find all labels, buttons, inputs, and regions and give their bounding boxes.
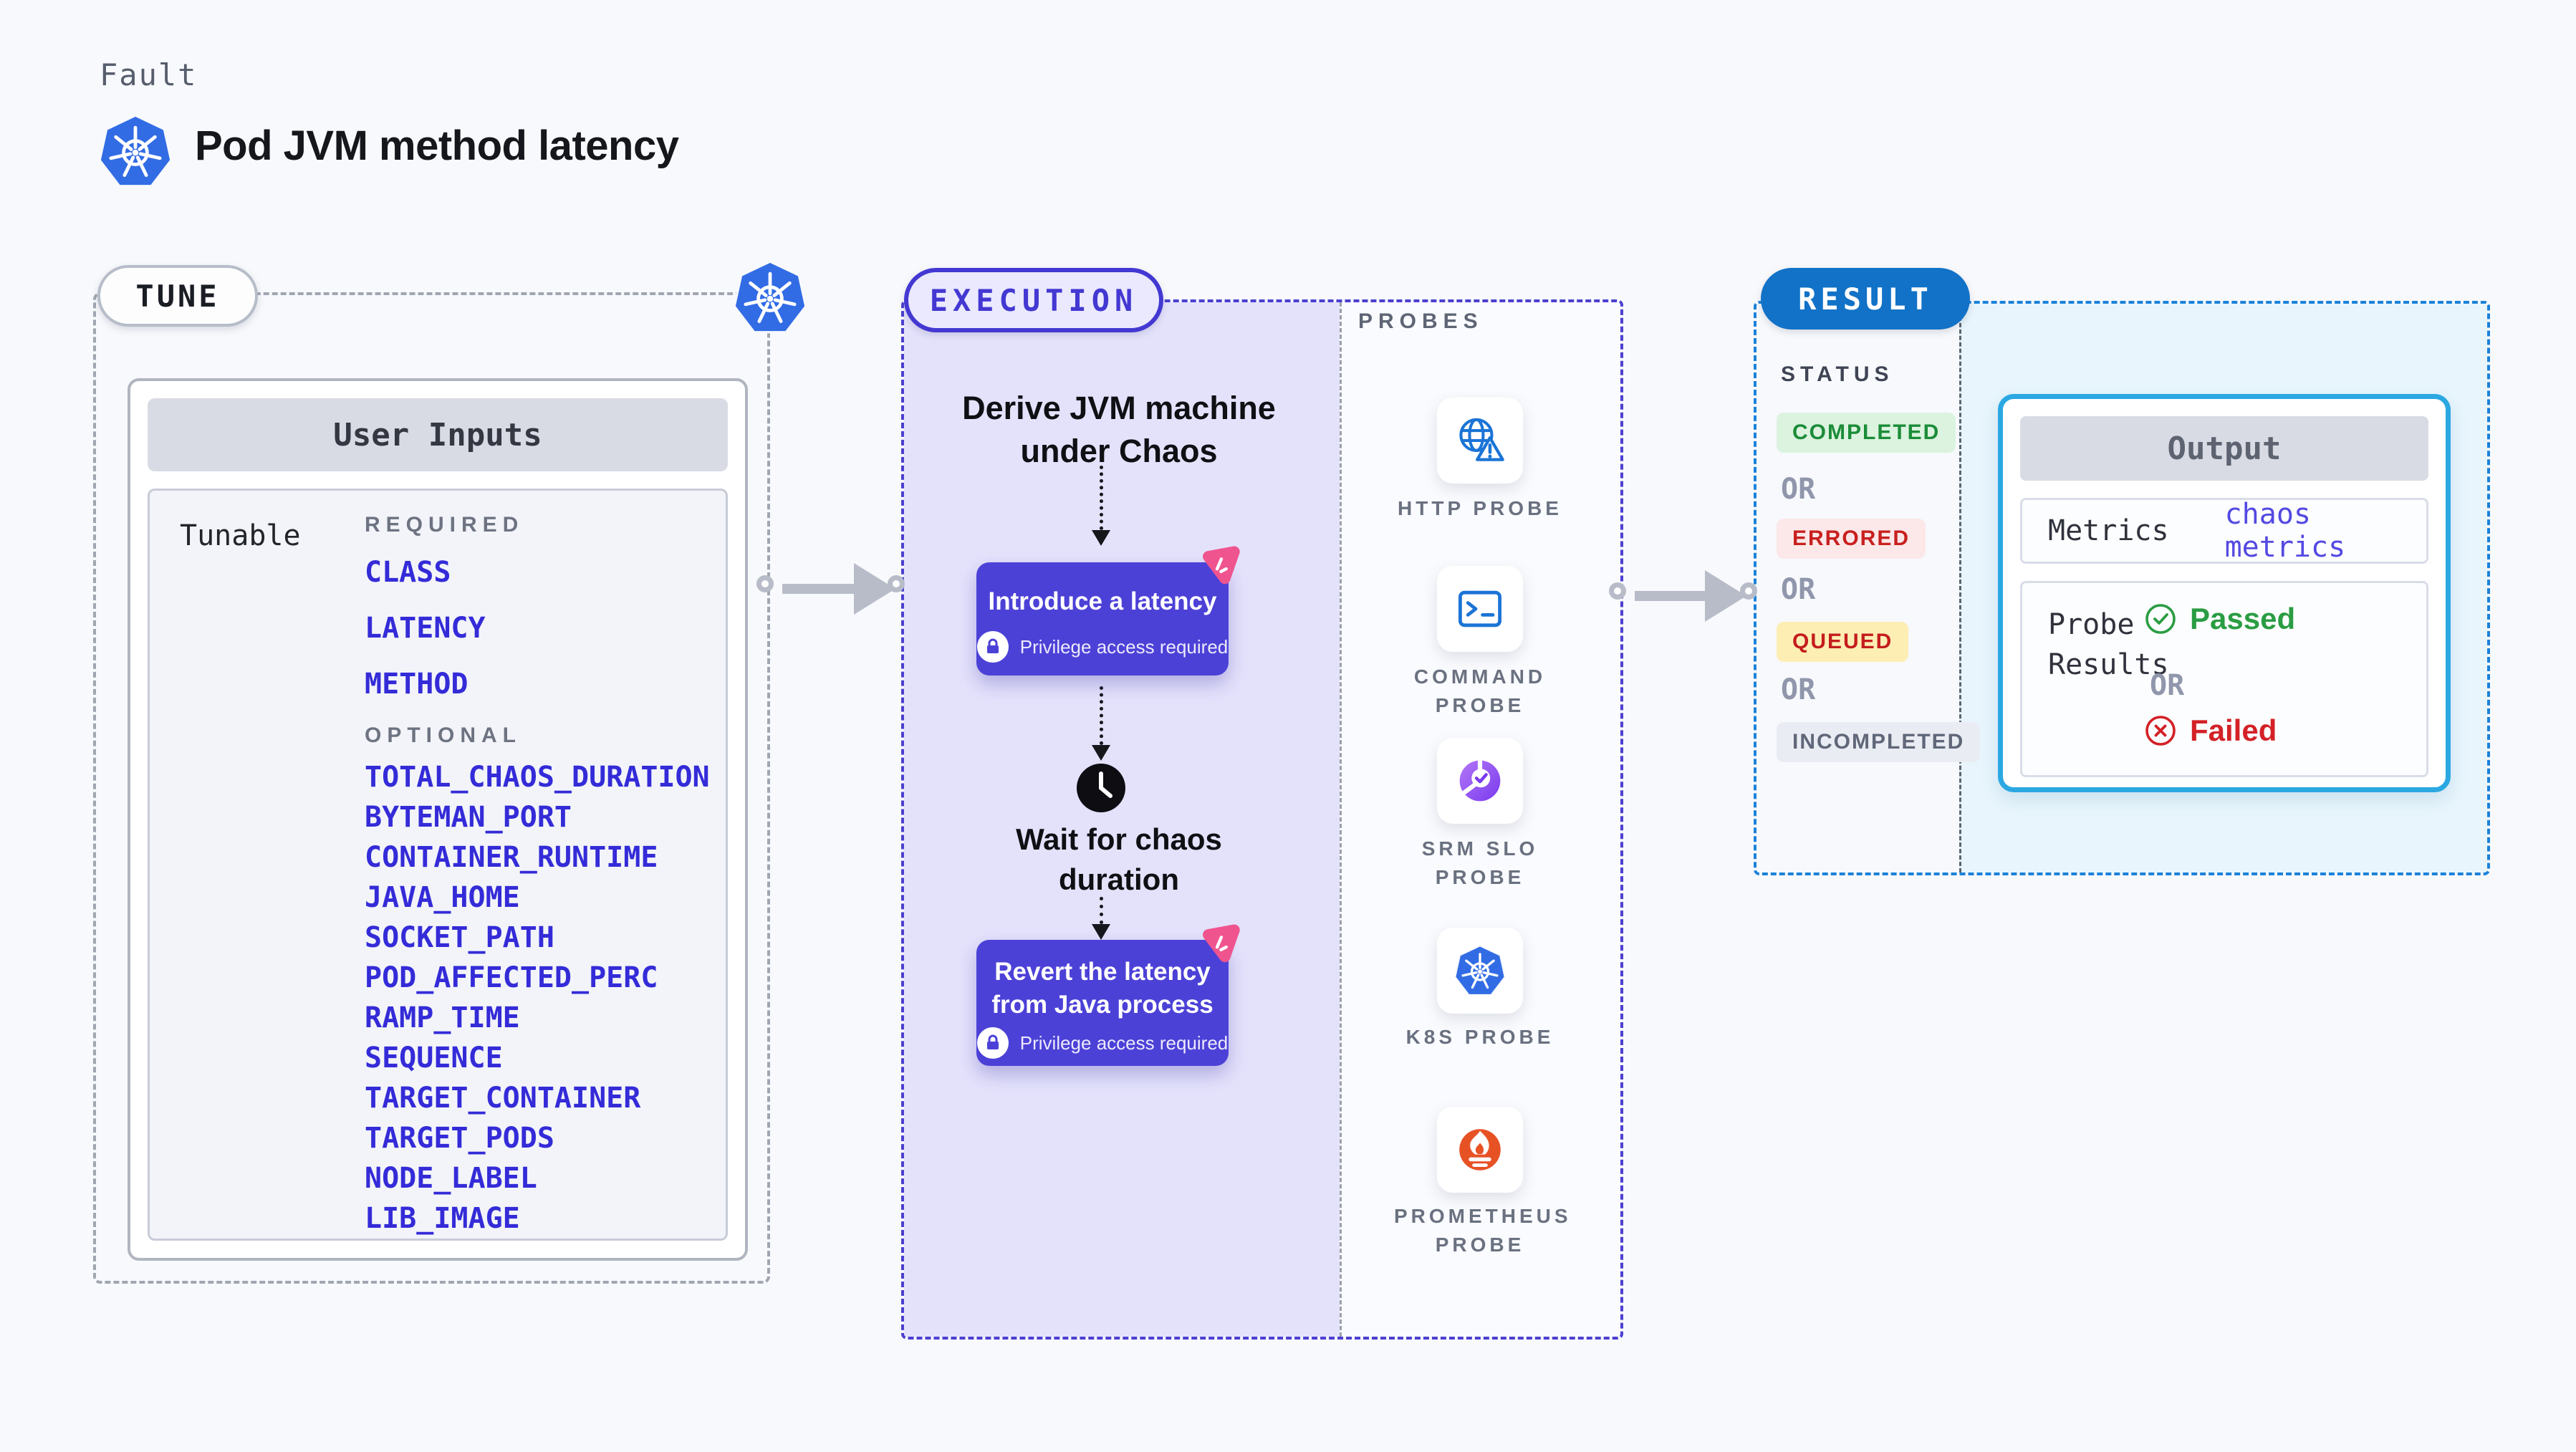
failed-label: Failed (2190, 713, 2277, 747)
globe-alert-icon (1459, 418, 1504, 461)
probe-results-row: Probe Results Passed OR Failed (2020, 581, 2428, 777)
param-sequence[interactable]: SEQUENCE (365, 1042, 503, 1074)
metrics-label: Metrics (2048, 514, 2169, 547)
clock-icon (1077, 764, 1125, 812)
connector-dot (1740, 582, 1757, 600)
or-label: OR (2150, 669, 2185, 702)
or-label: OR (1781, 673, 1816, 706)
terminal-icon (1458, 590, 1501, 628)
x-circle-icon (2145, 716, 2176, 746)
passed-label: Passed (2190, 602, 2296, 635)
connector-dot (1609, 582, 1626, 600)
probe-label: K8S PROBE (1405, 1026, 1554, 1048)
param-list: REQUIRED CLASS LATENCY METHOD OPTIONAL T… (365, 512, 711, 1241)
arrow-down-icon (1092, 924, 1110, 940)
slo-donut-check-icon (1459, 759, 1501, 802)
tunables-panel: Tunable REQUIRED CLASS LATENCY METHOD OP… (148, 489, 728, 1241)
failed-verdict: Failed (2144, 713, 2277, 748)
param-latency[interactable]: LATENCY (365, 612, 486, 645)
check-circle-icon (2145, 604, 2176, 634)
arrow-down-icon (1092, 530, 1110, 546)
probe-label: PROMETHEUS PROBE (1394, 1205, 1572, 1256)
lock-icon (976, 1027, 1009, 1059)
derive-step-text: Derive JVM machine under Chaos (962, 390, 1276, 469)
prometheus-icon (1459, 1129, 1501, 1170)
http-probe-card[interactable] (1437, 398, 1523, 484)
result-pill: RESULT (1761, 268, 1970, 330)
probe-label: SRM SLO PROBE (1421, 837, 1539, 888)
param-lib-image[interactable]: LIB_IMAGE (365, 1202, 520, 1235)
arrow-down-icon (1092, 745, 1110, 761)
chaos-fault-icon (1195, 539, 1245, 589)
command-probe-card[interactable] (1437, 566, 1523, 652)
node-title: Introduce a latency (988, 587, 1217, 615)
introduce-latency-node[interactable]: Introduce a latency Privilege access req… (976, 562, 1229, 675)
param-container-runtime[interactable]: CONTAINER_RUNTIME (365, 841, 658, 874)
param-byteman-port[interactable]: BYTEMAN_PORT (365, 801, 572, 834)
chaos-fault-icon (1195, 917, 1245, 967)
status-badge-queued: QUEUED (1777, 622, 1909, 662)
status-badge-completed: COMPLETED (1777, 413, 1956, 453)
tune-pill: TUNE (97, 265, 258, 327)
output-title: Output (2020, 416, 2428, 481)
status-heading: STATUS (1781, 362, 1894, 386)
tune-section (93, 292, 770, 1284)
probe-label: COMMAND PROBE (1413, 665, 1547, 716)
connector-dot (888, 575, 905, 592)
param-class[interactable]: CLASS (365, 556, 451, 589)
kubernetes-icon (732, 259, 808, 335)
param-pod-affected-perc[interactable]: POD_AFFECTED_PERC (365, 961, 658, 994)
wait-step-text: Wait for chaos duration (1016, 822, 1222, 896)
privilege-text: Privilege access required (1019, 1032, 1229, 1054)
execution-pill: EXECUTION (904, 268, 1163, 332)
probes-heading: PROBES (1358, 309, 1484, 333)
user-inputs-card: User Inputs Tunable REQUIRED CLASS LATEN… (128, 378, 748, 1261)
privilege-note: Privilege access required (976, 1027, 1229, 1059)
param-node-label[interactable]: NODE_LABEL (365, 1162, 537, 1195)
page-title: Pod JVM method latency (195, 122, 679, 169)
kubernetes-icon (1453, 944, 1506, 996)
privilege-note: Privilege access required (976, 631, 1229, 663)
lock-icon (976, 631, 1009, 663)
fault-kicker: Fault (100, 57, 198, 92)
kubernetes-icon (97, 113, 173, 189)
output-card: Output Metrics chaos metrics Probe Resul… (1998, 394, 2451, 792)
probe-label: HTTP PROBE (1398, 497, 1562, 519)
dotted-connector (1100, 686, 1103, 745)
param-socket-path[interactable]: SOCKET_PATH (365, 921, 554, 954)
status-badge-errored: ERRORED (1777, 519, 1926, 559)
status-badge-incompleted: INCOMPLETED (1777, 722, 1981, 762)
node-title: Revert the latency from Java process (991, 958, 1213, 1019)
connector-dot (756, 575, 774, 592)
srm-slo-probe-card[interactable] (1437, 738, 1523, 824)
prometheus-probe-card[interactable] (1437, 1107, 1523, 1193)
user-inputs-title: User Inputs (148, 398, 728, 471)
k8s-probe-card[interactable] (1437, 928, 1523, 1014)
execution-flow-panel (904, 302, 1340, 1337)
tunable-label: Tunable (180, 519, 301, 552)
or-label: OR (1781, 573, 1816, 606)
optional-heading: OPTIONAL (365, 723, 522, 747)
probe-results-label: Probe Results (2048, 608, 2169, 681)
metrics-value[interactable]: chaos metrics (2224, 498, 2346, 564)
arrow-right-icon (1705, 570, 1746, 622)
param-target-pods[interactable]: TARGET_PODS (365, 1122, 554, 1155)
param-target-container[interactable]: TARGET_CONTAINER (365, 1082, 641, 1115)
revert-latency-node[interactable]: Revert the latency from Java process Pri… (976, 940, 1229, 1066)
or-label: OR (1781, 473, 1816, 506)
connector-line (1635, 591, 1706, 601)
required-heading: REQUIRED (365, 513, 524, 537)
passed-verdict: Passed (2144, 602, 2295, 636)
param-method[interactable]: METHOD (365, 668, 468, 701)
param-java-home[interactable]: JAVA_HOME (365, 881, 520, 914)
param-ramp-time[interactable]: RAMP_TIME (365, 1001, 520, 1034)
connector-line (782, 584, 855, 594)
status-panel (1756, 304, 1959, 872)
metrics-row: Metrics chaos metrics (2020, 498, 2428, 564)
param-total-chaos-duration[interactable]: TOTAL_CHAOS_DURATION (365, 761, 710, 794)
privilege-text: Privilege access required (1019, 635, 1229, 658)
dotted-connector (1100, 466, 1103, 530)
dotted-connector (1100, 897, 1103, 924)
